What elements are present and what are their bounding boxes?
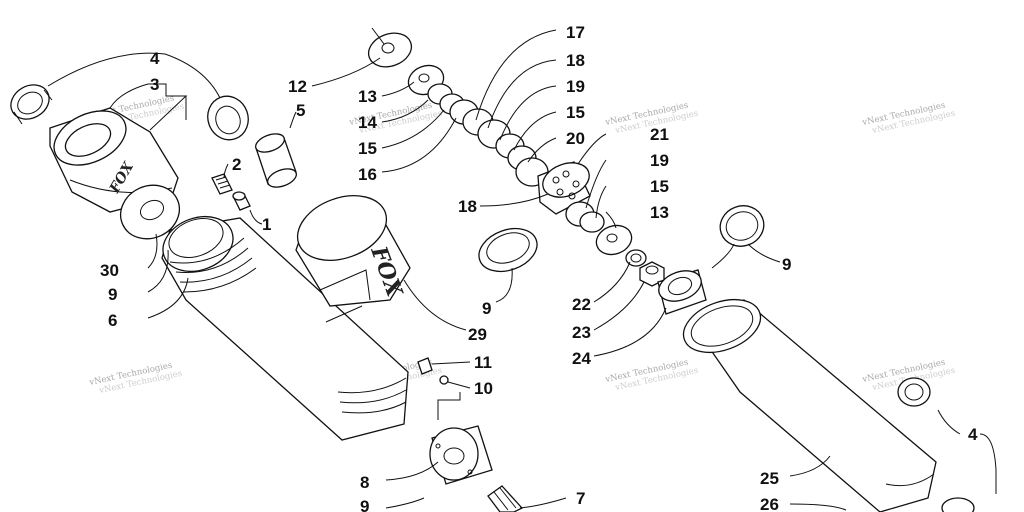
shim-lower xyxy=(565,201,605,233)
o-ring-9-center xyxy=(478,227,538,273)
washer-30 xyxy=(120,184,180,240)
callout-18: 18 xyxy=(458,197,477,216)
shock-body-6 xyxy=(161,215,409,441)
leader-lines xyxy=(47,27,997,511)
washer-13-lower xyxy=(595,224,633,256)
spacer-5 xyxy=(254,133,298,188)
callout-25: 25 xyxy=(760,469,779,488)
ball-10 xyxy=(439,375,449,385)
callout-4: 4 xyxy=(968,425,978,444)
callout-21: 21 xyxy=(650,125,669,144)
callout-20: 20 xyxy=(566,129,585,148)
callout-18: 18 xyxy=(566,51,585,70)
callout-12: 12 xyxy=(288,77,307,96)
bushing-4-center xyxy=(207,95,249,141)
washer-22 xyxy=(625,249,647,267)
callout-15: 15 xyxy=(650,177,669,196)
bushing-26 xyxy=(941,497,975,512)
callout-2: 2 xyxy=(232,155,241,174)
bushing-4-right xyxy=(897,377,931,407)
callout-13: 13 xyxy=(358,87,377,106)
callout-26: 26 xyxy=(760,495,779,512)
callout-10: 10 xyxy=(474,379,493,398)
callout-11: 11 xyxy=(474,353,492,372)
bushing-4-left xyxy=(10,84,53,125)
watermark: vNext Technologies vNext Technologies xyxy=(604,358,700,394)
valve-2 xyxy=(211,173,233,195)
callout-15: 15 xyxy=(358,139,377,158)
plug-11 xyxy=(417,357,433,375)
callout-19: 19 xyxy=(650,151,669,170)
callout-3: 3 xyxy=(150,75,159,94)
shim-stack xyxy=(407,64,549,187)
callout-9: 9 xyxy=(108,285,117,304)
callout-4: 4 xyxy=(150,49,160,68)
callout-labels: 4 3 2 1 5 12 13 14 15 16 17 18 19 15 20 … xyxy=(100,23,978,512)
reservoir-cap-29: FOX xyxy=(295,195,411,323)
callout-5: 5 xyxy=(296,101,305,120)
callout-7: 7 xyxy=(576,489,585,508)
callout-17: 17 xyxy=(566,23,585,42)
end-cap-8 xyxy=(429,425,493,485)
callout-16: 16 xyxy=(358,165,377,184)
callout-1: 1 xyxy=(262,215,271,234)
callout-13: 13 xyxy=(650,203,669,222)
callout-19: 19 xyxy=(566,77,585,96)
watermark: vNext Technologies vNext Technologies xyxy=(88,361,184,397)
callout-8: 8 xyxy=(360,473,369,492)
seal-head-24 xyxy=(657,269,707,315)
callout-29: 29 xyxy=(468,325,487,344)
valve-cap-1 xyxy=(232,191,251,211)
o-ring-9-right xyxy=(719,205,765,247)
callout-9: 9 xyxy=(782,255,791,274)
callout-14: 14 xyxy=(358,113,377,132)
fitting-7 xyxy=(487,485,524,512)
callout-24: 24 xyxy=(572,349,591,368)
callout-15: 15 xyxy=(566,103,585,122)
watermark: vNext Technologies vNext Technologies xyxy=(861,101,957,137)
callout-9: 9 xyxy=(482,299,491,318)
callout-23: 23 xyxy=(572,323,591,342)
washer-12 xyxy=(367,32,413,68)
reservoir-tube-25 xyxy=(682,298,937,512)
callout-9: 9 xyxy=(360,497,369,512)
callout-6: 6 xyxy=(108,311,117,330)
callout-22: 22 xyxy=(572,295,591,314)
callout-30: 30 xyxy=(100,261,119,280)
